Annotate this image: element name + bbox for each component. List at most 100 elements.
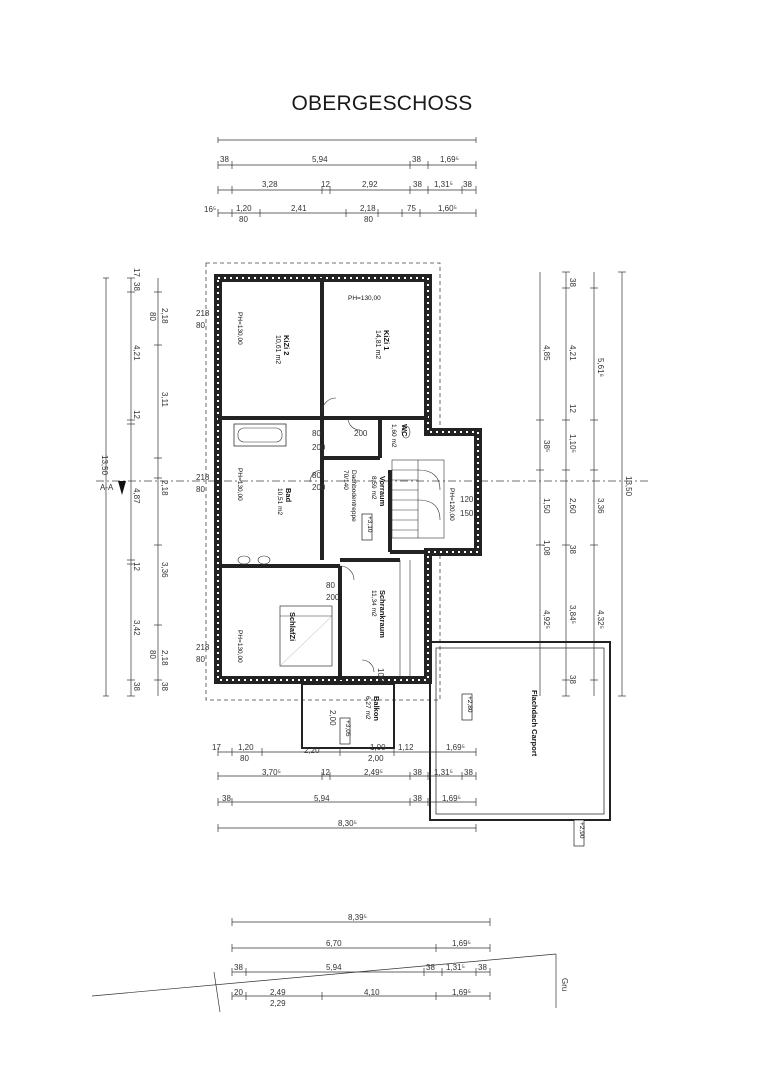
- dim-label: 5,94: [314, 794, 330, 803]
- dim-label: 12: [132, 562, 141, 571]
- dim-label: 12: [321, 180, 330, 189]
- dim-label: 1,50: [542, 498, 551, 514]
- left-dimension-labels: 13,50 38 2,18 4,21 3,11 12 4,87 2,18 12 …: [100, 268, 169, 691]
- dim-label: 8,30⁵: [338, 819, 357, 828]
- dim-label: 1,31⁵: [434, 180, 453, 189]
- dim-label: 2,18: [160, 480, 169, 496]
- dim-label: 17: [212, 743, 221, 752]
- dim-label: 38: [412, 155, 421, 164]
- dim-label: 6,70: [326, 939, 342, 948]
- dim-label: 80: [196, 485, 205, 494]
- dim-label: 3,36: [596, 498, 605, 514]
- right-dimensions: [536, 271, 626, 697]
- room-carport-name: Flachdach Carport: [530, 690, 539, 757]
- dim-label: 5,61⁶: [596, 358, 605, 377]
- dim-label: 2,18: [160, 308, 169, 324]
- site-plan-fragment: [91, 918, 557, 1013]
- dim-label: 80: [326, 581, 335, 590]
- dim-label: 38: [413, 794, 422, 803]
- dim-label: 4,85: [542, 345, 551, 361]
- dim-label: 80: [312, 429, 321, 438]
- dim-label: 38: [426, 963, 435, 972]
- section-line-aa: A-A: [96, 480, 650, 495]
- dim-label: 38⁵: [542, 440, 551, 452]
- dim-label: 1,12: [398, 743, 414, 752]
- dim-label: 38: [568, 278, 577, 287]
- dim-label: 13,50: [100, 455, 109, 476]
- room-balkon-area: 6,27 m2: [364, 696, 371, 720]
- dim-label: 38: [234, 963, 243, 972]
- room-kizi2-ph: PH=130,00: [236, 312, 243, 345]
- room-schrank-name: Schrankraum: [378, 590, 387, 638]
- dim-label: 3,28: [262, 180, 278, 189]
- dim-label: 2,92: [362, 180, 378, 189]
- dim-label: 2,29: [270, 999, 286, 1008]
- dim-label: 2,00: [328, 710, 337, 726]
- level-tag: +3,10: [366, 516, 373, 533]
- dim-label: 20: [234, 988, 243, 997]
- dim-label: 38: [413, 768, 422, 777]
- room-balkon-name: Balkon: [372, 696, 381, 721]
- dim-label: 2,18: [160, 650, 169, 666]
- dim-label: 38: [160, 682, 169, 691]
- room-vorraum-name: Vorraum: [378, 476, 387, 507]
- room-bad-area: 10,51 m2: [276, 488, 283, 515]
- dim-label: 3,36: [160, 562, 169, 578]
- dim-label: 80: [196, 321, 205, 330]
- dim-label: 4,21: [568, 345, 577, 361]
- dim-label: 2,20: [304, 746, 320, 755]
- dim-label: 4,10: [364, 988, 380, 997]
- room-wc-name: WC: [400, 424, 409, 437]
- top-dimension-labels: 38 5,94 38 1,69⁵ 3,28 12 2,92 38 1,31⁵ 3…: [204, 155, 472, 224]
- dim-label: 1,60⁵: [438, 204, 457, 213]
- dim-label: 13,50: [624, 476, 633, 497]
- dim-label: 2,49⁵: [364, 768, 383, 777]
- dim-label: 218: [196, 309, 210, 318]
- dim-label: 3,42: [132, 620, 141, 636]
- dim-label: 38: [413, 180, 422, 189]
- dim-label: 1,69⁵: [446, 743, 465, 752]
- dim-label: 38: [220, 155, 229, 164]
- dim-label: 1,31⁵: [446, 963, 465, 972]
- top-dimensions: [217, 137, 477, 217]
- dim-label: 80: [239, 215, 248, 224]
- level-tag: +2,80: [466, 696, 473, 713]
- dim-label: 1,10⁵: [568, 434, 577, 453]
- dim-label: 8,39⁵: [348, 913, 367, 922]
- room-vorraum-sub: Dachbodentreppe: [350, 470, 357, 522]
- bottom-dimensions: [217, 748, 477, 832]
- dim-label: 38: [568, 545, 577, 554]
- dim-label: 1,00: [370, 743, 386, 752]
- bottom-dimension-labels: 17 1,20 80 2,20 1,00 1,12 1,69⁵ 2,00 3,7…: [212, 743, 473, 828]
- grund-label: Gru: [560, 978, 569, 991]
- interior-dimension-labels: 120 150 200 80 200 80 200 80 200 218 80 …: [196, 309, 474, 726]
- dim-label: 1,69⁵: [452, 988, 471, 997]
- room-schlafzi-name: SchlafZi: [288, 612, 297, 641]
- room-bad-ph: PH=130,00: [236, 468, 243, 501]
- building: [205, 262, 611, 821]
- plan-title: OBERGESCHOSS: [291, 92, 473, 115]
- dim-label: 4,21: [132, 345, 141, 361]
- dim-label: 12: [321, 768, 330, 777]
- dim-label: 200: [312, 443, 326, 452]
- dim-label: 38: [222, 794, 231, 803]
- dim-label: 75: [407, 204, 416, 213]
- left-dimensions: [103, 277, 162, 697]
- level-tags: +3,10 +3,05 +2,80 +2,90: [339, 513, 585, 847]
- section-marker-icon: [118, 481, 126, 495]
- dim-label: 1,20: [236, 204, 252, 213]
- dim-label: 1,31⁵: [434, 768, 453, 777]
- room-labels: KiZi 2 10,61 m2 PH=130,00 KiZi 1 14,81 m…: [236, 295, 539, 757]
- dim-label: 38: [478, 963, 487, 972]
- section-label: A-A: [100, 483, 114, 492]
- level-tag: +3,05: [344, 720, 351, 737]
- room-bad-name: Bad: [284, 488, 293, 503]
- room-wc-area: 1,60 m2: [390, 424, 397, 448]
- dim-label: 16⁵: [204, 205, 216, 214]
- dim-label: 17: [132, 268, 141, 277]
- dim-label: 200: [354, 429, 368, 438]
- level-tag: +2,90: [578, 822, 585, 839]
- dim-label: 100: [376, 668, 385, 682]
- room-kizi1-name: KiZi 1: [382, 330, 391, 350]
- room-vorraum-area: 8,59 m2: [370, 476, 377, 500]
